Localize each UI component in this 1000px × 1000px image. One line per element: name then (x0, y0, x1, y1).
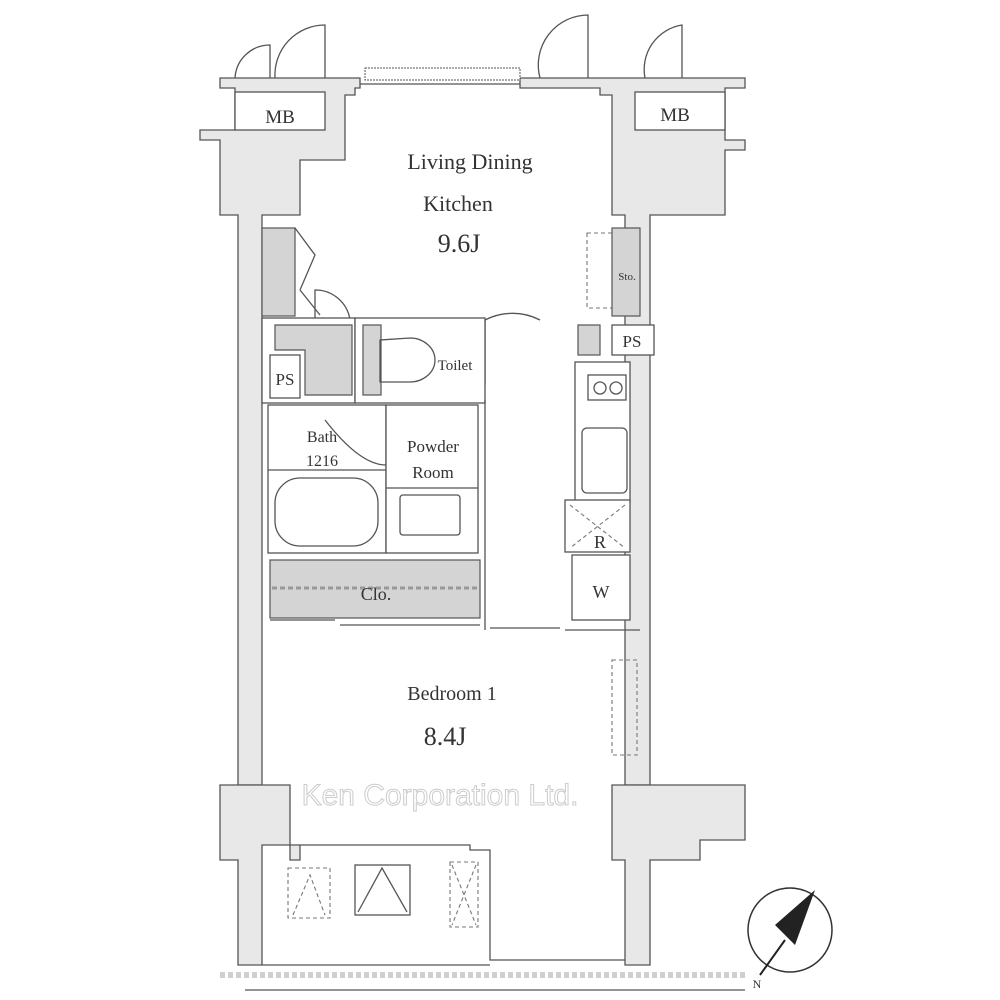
washer-label: W (593, 582, 610, 602)
powder-label-line1: Powder (407, 437, 459, 456)
closet-label: Clo. (361, 584, 392, 604)
ldk-label-line1: Living Dining (407, 149, 532, 174)
mb-right-box (634, 91, 726, 131)
mb-right-label: MB (660, 105, 690, 126)
toilet-label: Toilet (438, 358, 474, 374)
compass-north-arrow: N (747, 887, 833, 991)
storage-label: Sto. (618, 271, 636, 283)
bedroom-label: Bedroom 1 (407, 683, 496, 705)
window-top (364, 67, 521, 81)
storage-right (611, 227, 641, 317)
compass-north-label: N (753, 977, 762, 991)
left-storage (261, 227, 296, 317)
powder-label-line2: Room (412, 463, 454, 482)
ldk-label-line2: Kitchen (423, 191, 493, 216)
bath-label-line1: Bath (307, 429, 337, 446)
ps-right-box (611, 324, 655, 356)
ps-left-label: PS (276, 370, 295, 389)
refrigerator-label: R (594, 532, 606, 552)
balcony-units (287, 861, 479, 928)
mb-left-label: MB (265, 107, 295, 128)
exterior-walls (199, 67, 746, 991)
bedroom-size: 8.4J (424, 722, 467, 751)
bedroom-closet-door (611, 659, 638, 756)
ldk-size: 9.6J (438, 229, 481, 258)
mb-left-box (234, 91, 326, 131)
ps-right-label: PS (623, 332, 642, 351)
ps-left-box (269, 354, 301, 399)
bath-label-line2: 1216 (306, 453, 338, 470)
watermark: Ken Corporation Ltd. (302, 779, 579, 812)
